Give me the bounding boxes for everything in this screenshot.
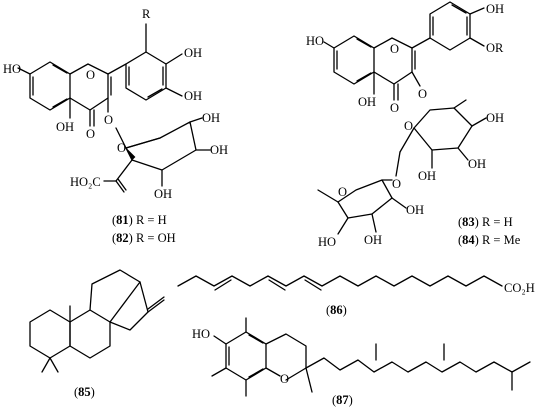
- atom-r: R: [142, 7, 151, 21]
- atom-oh-rha3: OH: [364, 233, 382, 247]
- atom-o-glyco-83: O: [418, 87, 427, 101]
- atom-ho2c: HO₂C: [70, 175, 101, 189]
- atom-oh-a5: OH: [56, 120, 74, 134]
- atom-oh-s1: OH: [202, 111, 220, 125]
- structure-86: [177, 275, 503, 291]
- label-81: (81) R = H: [112, 213, 167, 227]
- atom-o-carbonyl-83: O: [390, 101, 399, 115]
- atom-oh-b4: OH: [184, 46, 202, 60]
- atom-o-link: O: [392, 177, 401, 191]
- atom-o-carbonyl: O: [86, 127, 95, 141]
- label-84: (84) R = Me: [458, 233, 521, 247]
- atom-o-glc: O: [404, 119, 413, 133]
- label-86: (86): [326, 303, 347, 317]
- atom-co2h: CO₂H: [504, 281, 535, 295]
- atom-ho-rha4: HO: [318, 235, 336, 249]
- atom-oh-s2: OH: [210, 143, 228, 157]
- structure-87: [211, 317, 531, 397]
- atom-ho-a7-83: HO: [306, 34, 324, 48]
- atom-oh-glc2: OH: [486, 111, 504, 125]
- atom-o-rha: O: [338, 185, 347, 199]
- structure-85: [29, 269, 165, 373]
- atom-oh-s3: OH: [154, 187, 172, 201]
- atom-oh-a5-83: OH: [358, 95, 376, 109]
- atom-o-87: O: [280, 372, 289, 386]
- label-83: (83) R = H: [458, 215, 513, 229]
- atom-o-ring-83: O: [390, 42, 399, 56]
- ring-a-81: [29, 61, 71, 111]
- ring-b-83: [429, 1, 471, 51]
- structure-83-84: OH OR HO O O OH O O OH OH OH O O OH OH H…: [306, 1, 504, 249]
- label-85: (85): [74, 385, 95, 399]
- atom-o-sugar: O: [117, 141, 126, 155]
- atom-o-glyco: O: [104, 113, 113, 127]
- atom-oh-rha2: OH: [406, 203, 424, 217]
- atom-oh-b4-83: OH: [486, 2, 504, 16]
- atom-oh-b5: OH: [184, 89, 202, 103]
- ring-b-81: [125, 51, 167, 101]
- ring-a-83: [333, 35, 375, 85]
- atom-oh-glc4: OH: [418, 169, 436, 183]
- atom-oh-glc3: OH: [468, 157, 486, 171]
- atom-ho-87: HO: [192, 327, 210, 341]
- atom-or-83: OR: [486, 41, 504, 55]
- structure-81-82: R OH OH HO O O OH O O OH OH OH HO₂C: [3, 7, 228, 201]
- label-82: (82) R = OH: [112, 231, 176, 245]
- label-87: (87): [332, 393, 353, 407]
- atom-o-ring: O: [86, 68, 95, 82]
- atom-ho-a7: HO: [3, 62, 21, 76]
